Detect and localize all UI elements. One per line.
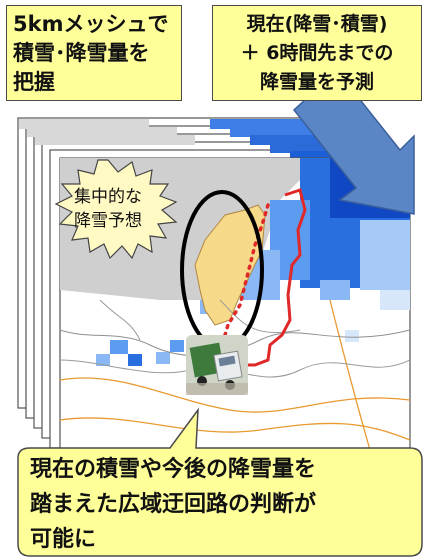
callout-bubble <box>17 407 423 557</box>
callout-line3: 可能に <box>30 527 97 552</box>
starburst-line1: 集中的な <box>74 187 142 207</box>
mesh-info-line3: 把握 <box>13 70 55 94</box>
starburst-line2: 降雪予想 <box>74 211 142 231</box>
forecast-info-line2: ＋ 6時間先までの <box>240 42 394 64</box>
truck-photo <box>186 335 248 395</box>
mesh-info-box: 5kmメッシュで 積雪･降雪量を 把握 <box>6 5 182 101</box>
forecast-info-box: 現在(降雪･積雪) ＋ 6時間先までの 降雪量を予測 <box>212 5 422 101</box>
callout-line2: 踏まえた広域迂回路の判断が <box>30 492 317 517</box>
forecast-info-line1: 現在(降雪･積雪) <box>246 13 388 35</box>
starburst-shape <box>54 159 178 260</box>
mesh-info-line2: 積雪･降雪量を <box>13 41 150 65</box>
callout-text: 現在の積雪や今後の降雪量を 踏まえた広域迂回路の判断が 可能に <box>30 452 400 557</box>
callout-line1: 現在の積雪や今後の降雪量を <box>30 457 317 482</box>
starburst-label: 集中的な 降雪予想 <box>52 185 164 233</box>
forecast-info-line3: 降雪量を予測 <box>259 71 374 93</box>
mesh-info-line1: 5kmメッシュで <box>13 12 169 36</box>
